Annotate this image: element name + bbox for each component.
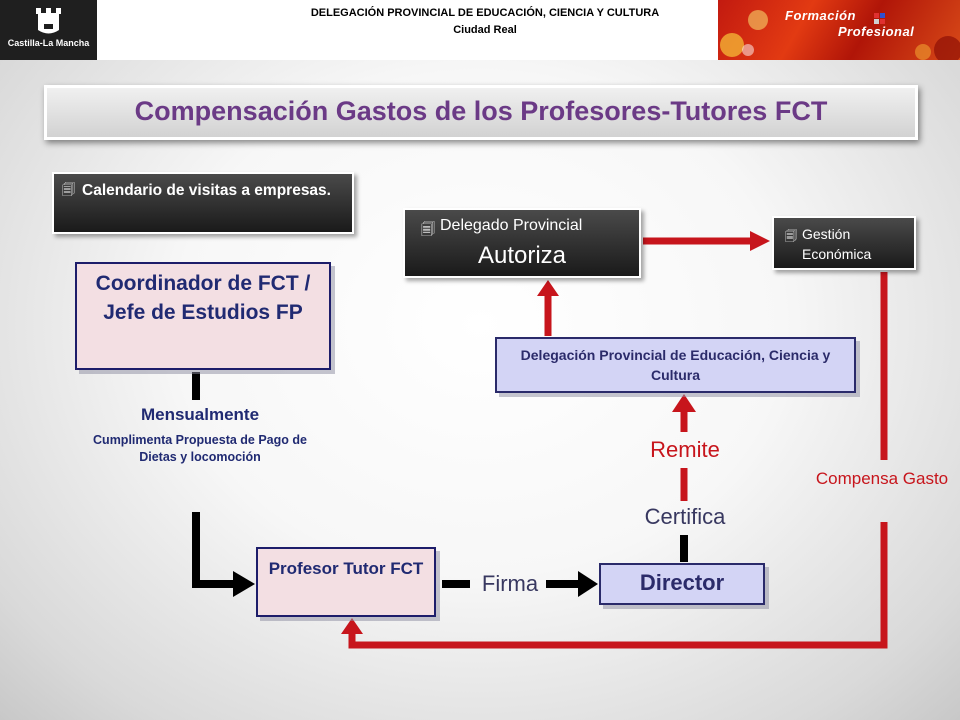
compensa-return-arrow (348, 522, 888, 649)
banner-text-profesional: Profesional (838, 24, 915, 39)
arrowhead-to-tutor (233, 571, 255, 597)
document-stack-icon: 🗐 (421, 221, 435, 237)
coordinador-text: Coordinador de FCT / Jefe de Estudios FP (95, 272, 311, 324)
logo-caption: Castilla-La Mancha (7, 38, 90, 48)
delegacion-provincial-box (495, 337, 856, 393)
arrowhead-to-gestion (750, 231, 770, 251)
delegado-provincial-box (403, 208, 641, 278)
document-stack-icon: 🗐 (785, 229, 797, 243)
arrowhead-to-delegacion (672, 394, 696, 412)
calendario-text: Calendario de visitas a empresas. (82, 182, 331, 199)
document-stack-icon: 🗐 (62, 182, 75, 197)
title-banner (44, 85, 918, 140)
arrowhead-to-tutor-return (341, 618, 363, 634)
coordinator-to-tutor-arrow (192, 512, 235, 588)
profesor-tutor-text: Profesor Tutor FCT (268, 559, 424, 578)
compensa-gasto-label: Compensa Gasto (815, 469, 949, 488)
gestion-economica-text: Gestión Económica (802, 226, 872, 262)
profesor-tutor-box (256, 547, 436, 617)
banner-text-formacion: Formación (785, 8, 856, 23)
autoriza-label: Autoriza (477, 242, 567, 269)
delegado-provincial-label: Delegado Provincial (440, 217, 583, 234)
director-box (599, 563, 765, 605)
cumplimenta-label: Cumplimenta Propuesta de Pago de Dietas … (93, 433, 307, 464)
coordinador-box (75, 262, 331, 370)
certifica-label: Certifica (644, 504, 726, 529)
page-title: Compensación Gastos de los Profesores-Tu… (134, 96, 828, 126)
coat-of-arms-icon (36, 8, 61, 34)
header-subtitle: Ciudad Real (453, 24, 517, 36)
remite-label: Remite (650, 437, 720, 462)
firma-label: Firma (481, 571, 539, 596)
arrowhead-to-director (578, 571, 598, 597)
director-text: Director (639, 570, 725, 595)
mensualmente-label: Mensualmente (140, 405, 260, 424)
delegacion-provincial-text: Delegación Provincial de Educación, Cien… (520, 347, 831, 383)
gestion-economica-box (772, 216, 916, 270)
formacion-profesional-banner (718, 0, 960, 60)
banner-decoration-icon (720, 10, 960, 60)
arrowhead-to-delegado (537, 280, 559, 296)
castilla-la-mancha-logo (0, 0, 97, 60)
header-title: DELEGACIÓN PROVINCIAL DE EDUCACIÓN, CIEN… (310, 7, 660, 19)
calendario-box (52, 172, 354, 234)
